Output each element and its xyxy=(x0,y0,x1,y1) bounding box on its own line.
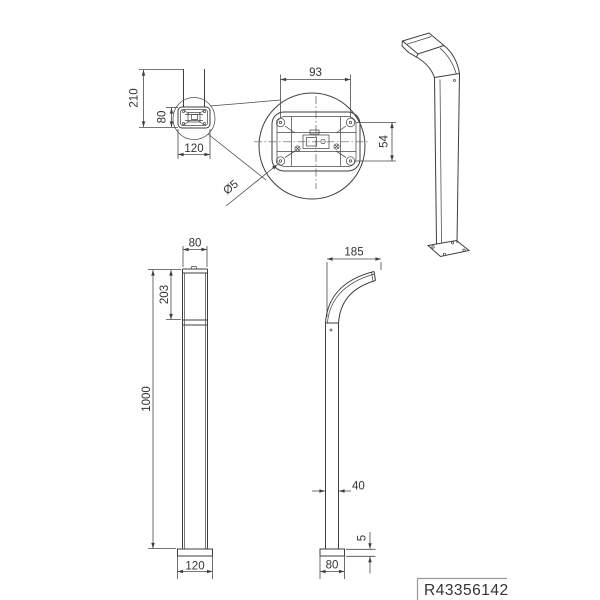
dim-210-label: 210 xyxy=(129,88,141,107)
view-detail-callout: 93 54 Ø5 xyxy=(221,67,396,207)
view-pole-bottom: 210 80 120 xyxy=(129,69,282,181)
dim-80-front-label: 80 xyxy=(189,238,202,250)
part-number: R43356142 xyxy=(424,582,509,599)
dim-120-plate-label: 120 xyxy=(184,143,203,155)
dim-93-label: 93 xyxy=(309,67,322,79)
dim-203-label: 203 xyxy=(159,285,171,304)
dim-120-base-label: 120 xyxy=(185,561,204,573)
view-3d-perspective xyxy=(401,32,471,258)
dim-1000-label: 1000 xyxy=(141,386,153,412)
dim-5-label: 5 xyxy=(357,535,369,541)
mounting-holes xyxy=(275,117,356,166)
dim-80-plate-label: 80 xyxy=(157,111,169,124)
title-block: R43356142 xyxy=(416,577,509,600)
dim-dia5-label: Ø5 xyxy=(221,178,240,197)
view-front: 80 203 1000 120 xyxy=(141,238,213,579)
dim-80-base-label: 80 xyxy=(326,560,339,572)
dim-40-label: 40 xyxy=(352,481,365,493)
view-side: 185 40 80 5 xyxy=(312,247,382,579)
dim-54-label: 54 xyxy=(379,135,391,148)
dim-185-label: 185 xyxy=(344,247,363,259)
